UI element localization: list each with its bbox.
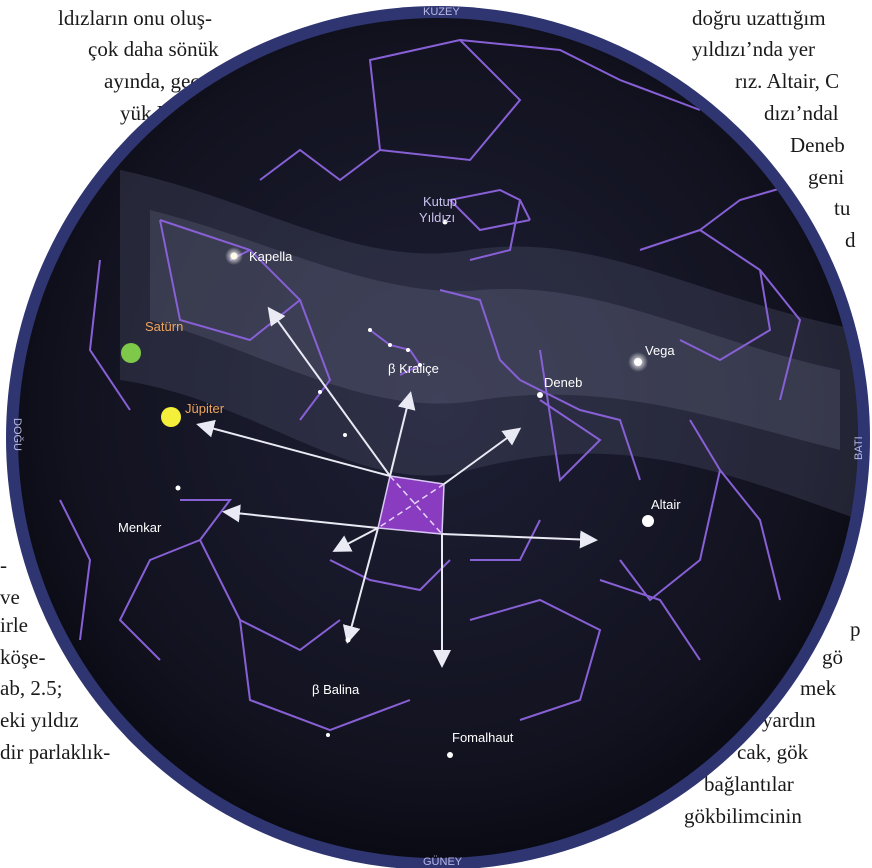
right-line: mek bbox=[800, 676, 837, 700]
label-kapella: Kapella bbox=[249, 249, 293, 264]
left-line: eki yıldız bbox=[0, 708, 79, 732]
left-line: ldızların onu oluş- bbox=[58, 6, 212, 30]
left-line: çok daha sönük bbox=[88, 37, 219, 61]
right-line: Deneb bbox=[790, 133, 845, 157]
label-menkar: Menkar bbox=[118, 520, 162, 535]
pointer-arrows bbox=[196, 306, 598, 668]
left-line: - bbox=[0, 553, 7, 577]
vega-core bbox=[634, 358, 642, 366]
direction-south: GÜNEY bbox=[423, 856, 463, 868]
label-beta-ceti: β Balina bbox=[312, 682, 360, 697]
sky-disc bbox=[18, 18, 858, 858]
right-line: gökbilimcinin bbox=[684, 804, 802, 828]
right-line: cak, gök bbox=[737, 740, 809, 764]
altair-star bbox=[642, 515, 654, 527]
milky-way bbox=[120, 170, 858, 520]
left-line: irle bbox=[0, 613, 28, 637]
direction-west: BATI bbox=[853, 436, 865, 460]
label-deneb: Deneb bbox=[544, 375, 582, 390]
label-polaris-line2: Yıldızı bbox=[419, 210, 455, 225]
right-line: geni bbox=[808, 165, 845, 189]
right-line: doğru uzattığım bbox=[692, 6, 826, 30]
right-line: d bbox=[845, 228, 856, 252]
saturn-planet bbox=[121, 343, 141, 363]
left-line: ab, 2.5; bbox=[0, 676, 63, 700]
jupiter-planet bbox=[161, 407, 181, 427]
kapella-core bbox=[230, 252, 238, 260]
right-line: rız. Altair, C bbox=[735, 69, 840, 93]
label-jupiter: Jüpiter bbox=[185, 401, 225, 416]
constellation-lines bbox=[59, 38, 811, 732]
right-line: tu bbox=[834, 196, 851, 220]
label-vega: Vega bbox=[645, 343, 675, 358]
label-polaris-line1: Kutup bbox=[423, 194, 457, 209]
left-line: ve bbox=[0, 585, 20, 609]
right-line: bağlantılar bbox=[704, 772, 794, 796]
label-cassiopeia: β Kraliçe bbox=[388, 361, 439, 376]
label-fomalhaut: Fomalhaut bbox=[452, 730, 514, 745]
right-line: p bbox=[850, 617, 861, 641]
right-line: yıldızı’nda yer bbox=[692, 37, 816, 61]
milky-way-core bbox=[150, 210, 840, 450]
small-stars bbox=[175, 219, 543, 758]
left-line: dir parlaklık- bbox=[0, 740, 111, 764]
direction-east: DOĞU bbox=[11, 418, 24, 451]
left-line: köşe- bbox=[0, 645, 46, 669]
label-polaris: Kutup Yıldızı bbox=[419, 194, 461, 225]
right-line: dızı’ndal bbox=[764, 101, 839, 125]
right-line: gö bbox=[822, 645, 843, 669]
label-altair: Altair bbox=[651, 497, 681, 512]
direction-north: KUZEY bbox=[423, 6, 460, 18]
label-saturn: Satürn bbox=[145, 319, 183, 334]
great-square bbox=[377, 475, 445, 535]
